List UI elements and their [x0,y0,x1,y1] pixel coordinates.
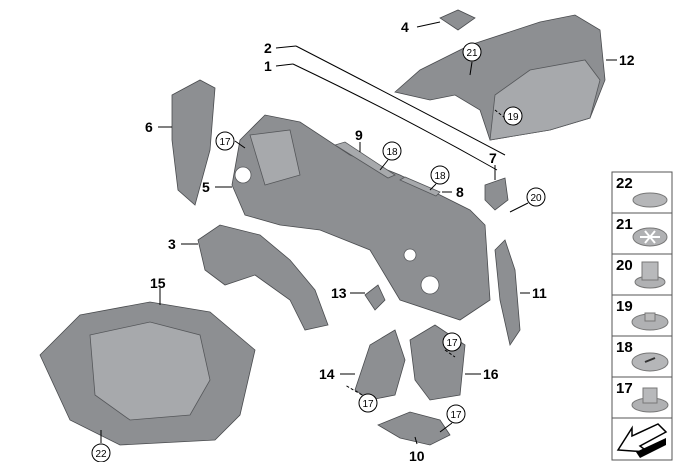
part-14[interactable] [354,329,406,401]
circled-callout-18: 18 [430,165,450,185]
fastener-legend: 22 21 20 19 18 17 [611,171,673,461]
part-7-gasket[interactable] [484,177,509,211]
flange-nut-icon [631,312,669,331]
part-2-seal[interactable] [295,45,506,156]
callout-11: 11 [532,285,547,301]
callout-10: 10 [409,448,425,462]
callout-4: 4 [401,19,409,35]
circled-callout-17: 17 [215,131,235,151]
callout-2: 2 [264,40,272,56]
circled-callout-21: 21 [462,42,482,62]
svg-text:20: 20 [530,193,542,204]
part-15-underbody-shield[interactable] [39,301,256,446]
svg-text:17: 17 [219,137,231,148]
callout-3: 3 [168,236,176,252]
part-13[interactable] [364,284,386,311]
callout-14: 14 [319,366,335,382]
circled-callout-17: 17 [446,404,466,424]
part-5-bulkhead-insulation[interactable] [231,114,491,321]
part-1-seal[interactable] [292,63,498,171]
legend-number: 19 [616,298,633,315]
circled-callout-20: 20 [526,187,546,207]
svg-text:21: 21 [466,48,478,59]
callout-6: 6 [145,119,153,135]
part-12-tunnel-insulation[interactable] [394,14,606,141]
hex-nut-collar-icon [634,261,666,289]
legend-number: 18 [616,339,633,356]
part-3-wheelhouse[interactable] [197,224,329,331]
callout-5: 5 [202,179,210,195]
callout-1: 1 [264,58,272,74]
part-4[interactable] [439,9,476,31]
hex-nut-flange-icon [631,387,669,413]
callout-16: 16 [483,366,499,382]
svg-text:18: 18 [434,171,446,182]
svg-text:17: 17 [446,338,458,349]
callout-12: 12 [619,52,635,68]
circled-callout-17: 17 [358,393,378,413]
legend-number: 21 [616,216,633,233]
legend-number: 20 [616,257,633,274]
callout-7: 7 [489,150,497,166]
svg-text:17: 17 [450,410,462,421]
star-washer-icon [632,227,668,247]
callout-15: 15 [150,275,166,291]
direction-arrow-icon [616,423,668,458]
legend-number: 17 [616,380,633,397]
circled-callout-19: 19 [503,106,523,126]
flat-clip-icon [632,192,668,208]
part-10[interactable] [377,411,451,446]
expanding-rivet-icon [631,352,669,372]
circled-callout-17: 17 [442,332,462,352]
svg-text:18: 18 [386,147,398,158]
circled-callout-18: 18 [382,141,402,161]
circled-callout-22: 22 [91,443,111,462]
callout-8: 8 [456,184,464,200]
callout-13: 13 [331,285,347,301]
svg-text:19: 19 [507,112,519,123]
part-11[interactable] [494,239,521,347]
part-9-strip[interactable] [334,141,396,179]
part-8-strip[interactable] [399,176,441,197]
svg-text:22: 22 [95,449,107,460]
legend-number: 22 [616,175,633,192]
part-6[interactable] [171,79,216,206]
svg-text:17: 17 [362,399,374,410]
callout-9: 9 [355,127,363,143]
